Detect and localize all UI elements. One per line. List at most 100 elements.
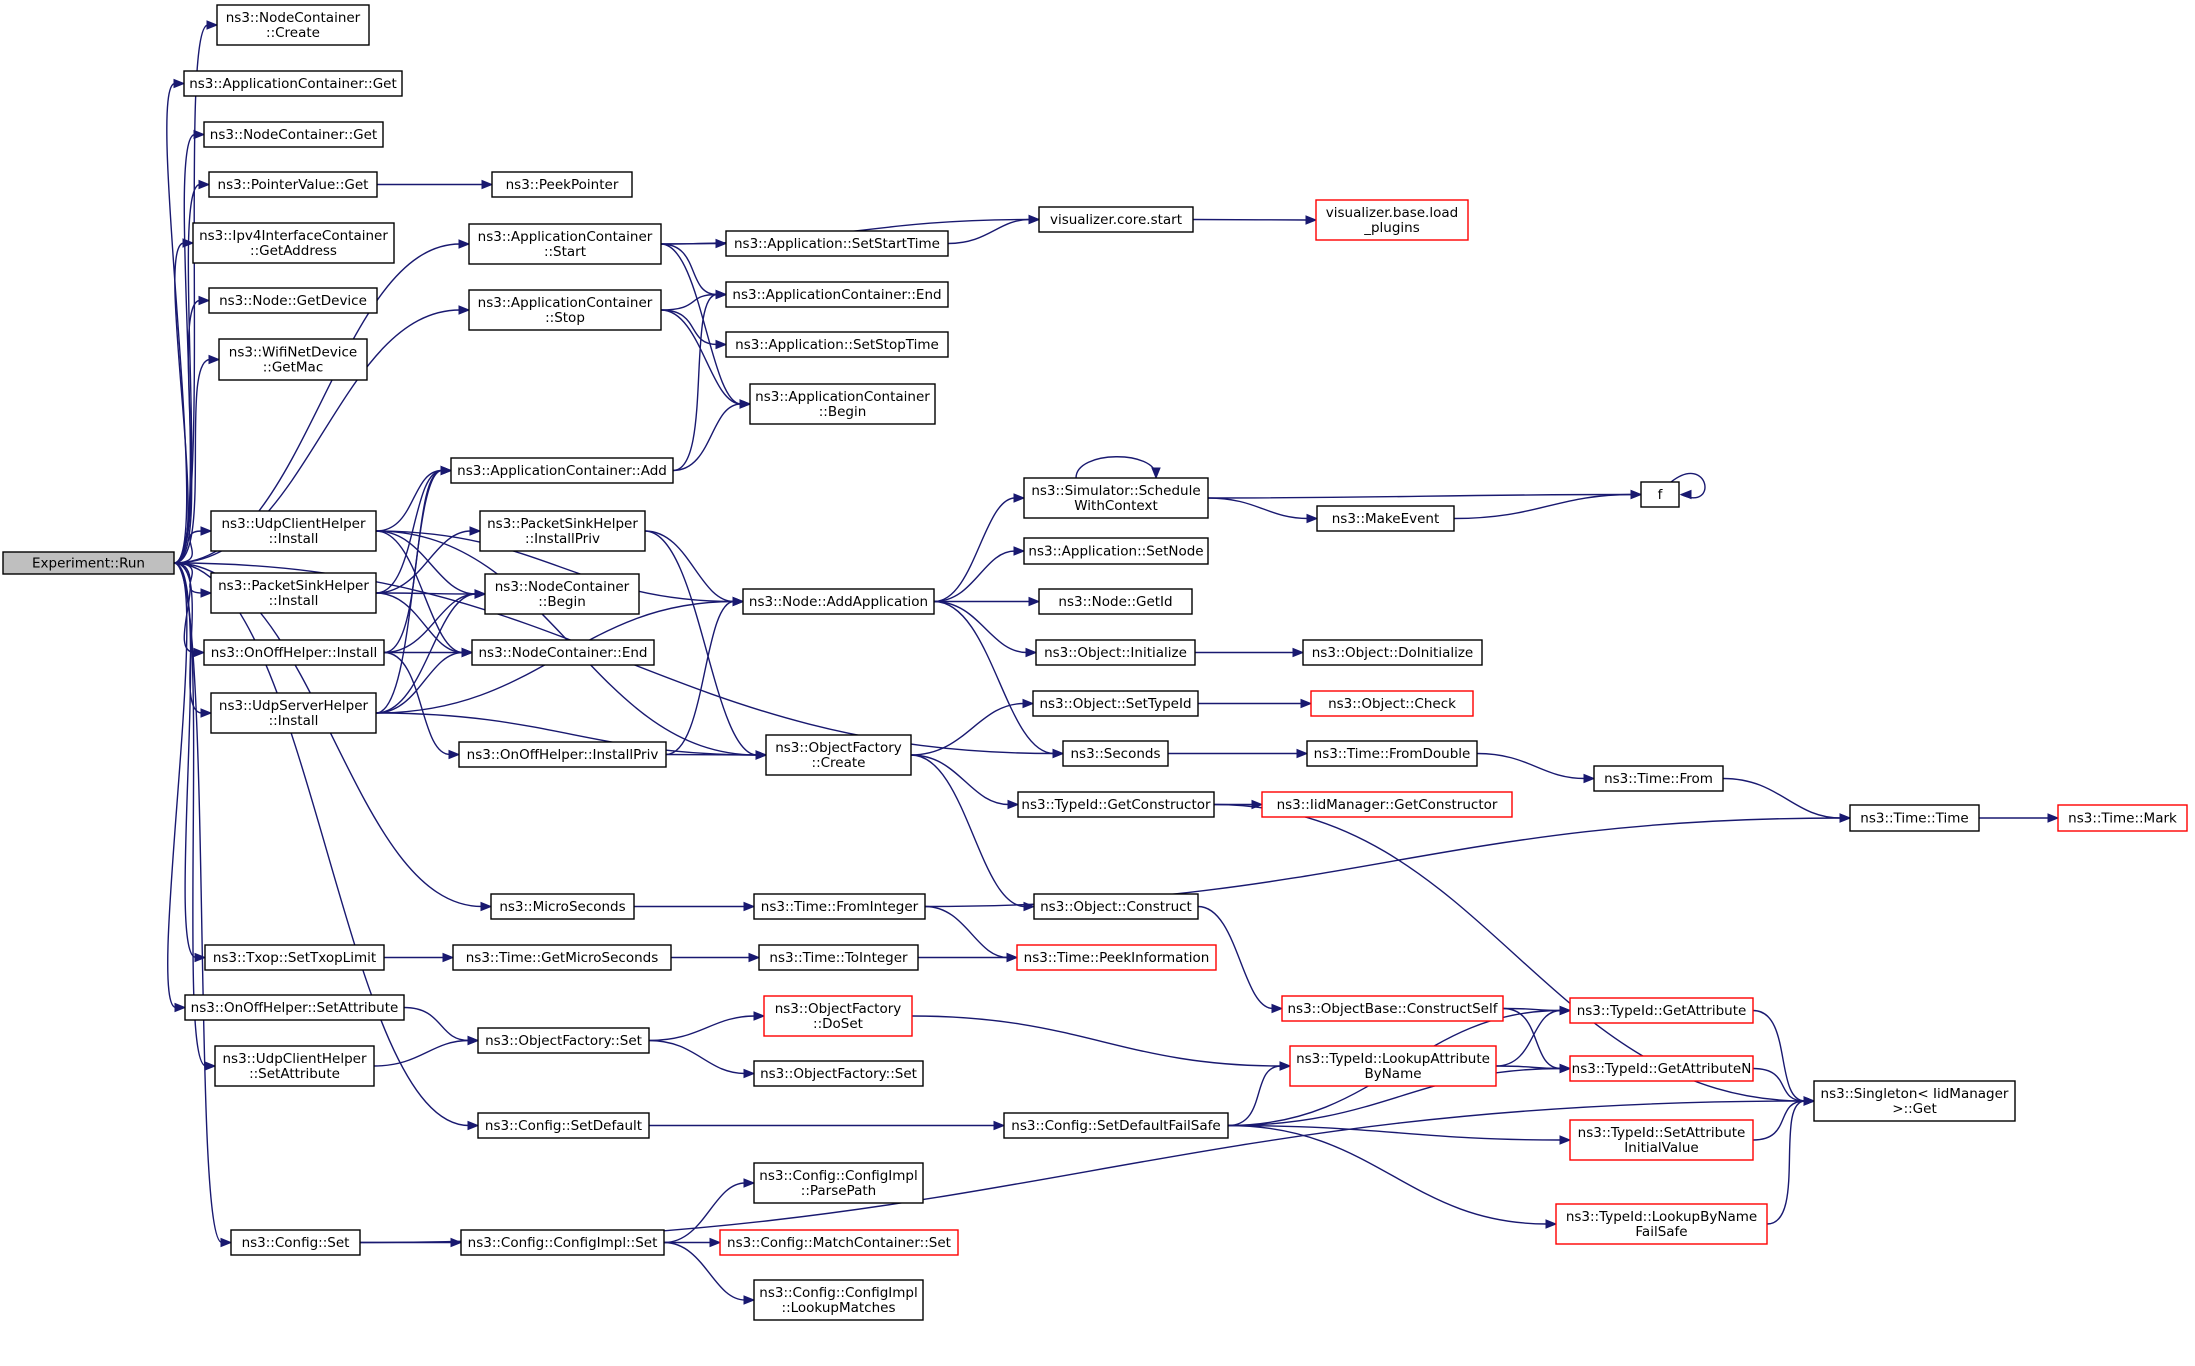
node-nc-get[interactable]: ns3::NodeContainer::Get	[203, 121, 384, 148]
node-app-setnode[interactable]: ns3::Application::SetNode	[1023, 537, 1209, 565]
node-box	[1593, 765, 1724, 792]
node-psh-installpriv[interactable]: ns3::PacketSinkHelper::InstallPriv	[479, 510, 646, 552]
node-box	[203, 639, 385, 666]
node-pv-get[interactable]: ns3::PointerValue::Get	[208, 171, 378, 198]
edge-arrowhead	[1028, 214, 1041, 225]
node-cfgimpl-parse[interactable]: ns3::Config::ConfigImpl::ParsePath	[753, 1162, 924, 1204]
node-node-addapp[interactable]: ns3::Node::AddApplication	[742, 588, 935, 615]
node-singleton-get[interactable]: ns3::Singleton< IidManager>::Get	[1813, 1080, 2016, 1122]
node-label: ns3::Object::SetTypeId	[1039, 696, 1191, 712]
node-label: ns3::PeekPointer	[506, 177, 619, 193]
node-node-getdevice[interactable]: ns3::Node::GetDevice	[208, 287, 378, 314]
node-time-getmicro[interactable]: ns3::Time::GetMicroSeconds	[452, 944, 672, 971]
node-run[interactable]: Experiment::Run	[2, 551, 175, 575]
node-objbase-cself[interactable]: ns3::ObjectBase::ConstructSelf	[1281, 995, 1504, 1022]
node-wifi-getmac[interactable]: ns3::WifiNetDevice::GetMac	[218, 338, 368, 381]
node-of-create[interactable]: ns3::ObjectFactory::Create	[765, 734, 912, 776]
node-time-fromint[interactable]: ns3::Time::FromInteger	[753, 893, 926, 920]
node-cfgimpl-lookup[interactable]: ns3::Config::ConfigImpl::LookupMatches	[753, 1279, 924, 1321]
node-txop-set[interactable]: ns3::Txop::SetTxopLimit	[204, 944, 385, 971]
node-time-time[interactable]: ns3::Time::Time	[1849, 804, 1980, 832]
node-label: ns3::ObjectFactory::Set	[485, 1033, 642, 1049]
node-label: ns3::Node::AddApplication	[749, 594, 928, 610]
node-label: ns3::Time::ToInteger	[769, 950, 908, 966]
node-box	[1038, 206, 1194, 233]
node-time-fromdouble[interactable]: ns3::Time::FromDouble	[1306, 740, 1478, 767]
node-nc-end[interactable]: ns3::NodeContainer::End	[471, 639, 655, 666]
node-onoff-install[interactable]: ns3::OnOffHelper::Install	[203, 639, 385, 666]
edge-line	[375, 530, 735, 603]
node-obj-settypeid[interactable]: ns3::Object::SetTypeId	[1032, 690, 1199, 717]
node-nc-begin[interactable]: ns3::NodeContainer::Begin	[484, 573, 640, 615]
node-box	[484, 573, 640, 615]
edge-run-to-ipv4-getaddr	[173, 238, 195, 564]
node-f[interactable]: f	[1640, 481, 1680, 508]
node-cfg-setdefaultfs[interactable]: ns3::Config::SetDefaultFailSafe	[1003, 1112, 1229, 1139]
edge-line	[672, 403, 742, 472]
node-typeid-getctor[interactable]: ns3::TypeId::GetConstructor	[1017, 791, 1215, 818]
node-cfg-setdefault[interactable]: ns3::Config::SetDefault	[477, 1112, 650, 1139]
node-vis-start[interactable]: visualizer.core.start	[1038, 206, 1194, 233]
edge-time-from-to-time-time	[1722, 777, 1852, 823]
edge-arrowhead	[200, 588, 213, 598]
edge-line	[173, 562, 197, 959]
edge-layer	[166, 20, 2060, 1305]
node-udps-install[interactable]: ns3::UdpServerHelper::Install	[210, 692, 377, 734]
edge-line	[933, 550, 1016, 603]
node-time-peekinfo[interactable]: ns3::Time::PeekInformation	[1016, 944, 1217, 971]
node-makeevent[interactable]: ns3::MakeEvent	[1316, 505, 1455, 532]
node-node-getid[interactable]: ns3::Node::GetId	[1038, 588, 1193, 615]
node-typeid-getattrn[interactable]: ns3::TypeId::GetAttributeN	[1569, 1055, 1754, 1082]
node-time-from[interactable]: ns3::Time::From	[1593, 765, 1724, 792]
node-peekpointer[interactable]: ns3::PeekPointer	[491, 171, 633, 198]
node-ac-stop[interactable]: ns3::ApplicationContainer::Stop	[468, 289, 662, 331]
node-label: ns3::Node::GetDevice	[219, 293, 367, 309]
node-ac-begin[interactable]: ns3::ApplicationContainer::Begin	[749, 383, 936, 425]
node-of-doset[interactable]: ns3::ObjectFactory::DoSet	[763, 995, 913, 1037]
node-seconds[interactable]: ns3::Seconds	[1062, 740, 1169, 767]
node-udpc-install[interactable]: ns3::UdpClientHelper::Install	[210, 510, 377, 552]
edge-line	[375, 712, 758, 756]
edge-cfg-setdefault-to-cfg-setdefaultfs	[649, 1120, 1006, 1131]
node-time-toint[interactable]: ns3::Time::ToInteger	[758, 944, 919, 971]
edge-sim-schedule-to-sim-schedule	[1075, 456, 1161, 480]
node-time-mark[interactable]: ns3::Time::Mark	[2057, 804, 2188, 832]
node-app-setstop[interactable]: ns3::Application::SetStopTime	[725, 331, 949, 358]
node-box	[471, 639, 655, 666]
node-ipv4-getaddr[interactable]: ns3::Ipv4InterfaceContainer::GetAddress	[192, 222, 395, 264]
node-cfgimpl-set[interactable]: ns3::Config::ConfigImpl::Set	[460, 1229, 665, 1256]
edge-arrowhead	[1271, 1003, 1284, 1014]
node-cfg-set[interactable]: ns3::Config::Set	[230, 1229, 361, 1256]
node-iid-getctor[interactable]: ns3::IidManager::GetConstructor	[1261, 791, 1513, 818]
node-udpc-setattr[interactable]: ns3::UdpClientHelper::SetAttribute	[214, 1045, 375, 1087]
node-onoff-setattr[interactable]: ns3::OnOffHelper::SetAttribute	[184, 994, 405, 1021]
node-ac-end[interactable]: ns3::ApplicationContainer::End	[725, 281, 949, 308]
node-nc-create[interactable]: ns3::NodeContainer::Create	[216, 4, 370, 46]
node-obj-doinit[interactable]: ns3::Object::DoInitialize	[1302, 639, 1483, 666]
node-obj-init[interactable]: ns3::Object::Initialize	[1035, 639, 1196, 666]
node-typeid-getattr[interactable]: ns3::TypeId::GetAttribute	[1569, 997, 1754, 1024]
edge-line	[373, 1039, 470, 1067]
node-psh-install[interactable]: ns3::PacketSinkHelper::Install	[210, 572, 377, 614]
node-app-setstart[interactable]: ns3::Application::SetStartTime	[725, 230, 949, 257]
edge-line	[663, 1241, 746, 1301]
node-label: ns3::Seconds	[1071, 746, 1161, 762]
node-microseconds[interactable]: ns3::MicroSeconds	[490, 893, 635, 920]
node-matchcont-set[interactable]: ns3::Config::MatchContainer::Set	[719, 1229, 959, 1256]
node-obj-construct[interactable]: ns3::Object::Construct	[1033, 893, 1199, 920]
edge-line	[173, 562, 223, 1244]
node-of-set2[interactable]: ns3::ObjectFactory::Set	[753, 1060, 924, 1087]
node-label: ns3::PacketSinkHelper	[218, 578, 369, 594]
node-ac-add[interactable]: ns3::ApplicationContainer::Add	[450, 457, 674, 484]
node-obj-check[interactable]: ns3::Object::Check	[1310, 690, 1474, 717]
node-ac-get[interactable]: ns3::ApplicationContainer::Get	[183, 70, 403, 97]
edge-line	[1227, 1124, 1562, 1141]
node-onoff-installpriv[interactable]: ns3::OnOffHelper::InstallPriv	[458, 741, 667, 768]
node-of-set[interactable]: ns3::ObjectFactory::Set	[477, 1027, 650, 1054]
node-ac-start[interactable]: ns3::ApplicationContainer::Start	[468, 223, 662, 265]
node-vis-load[interactable]: visualizer.base.load_plugins	[1315, 199, 1469, 241]
